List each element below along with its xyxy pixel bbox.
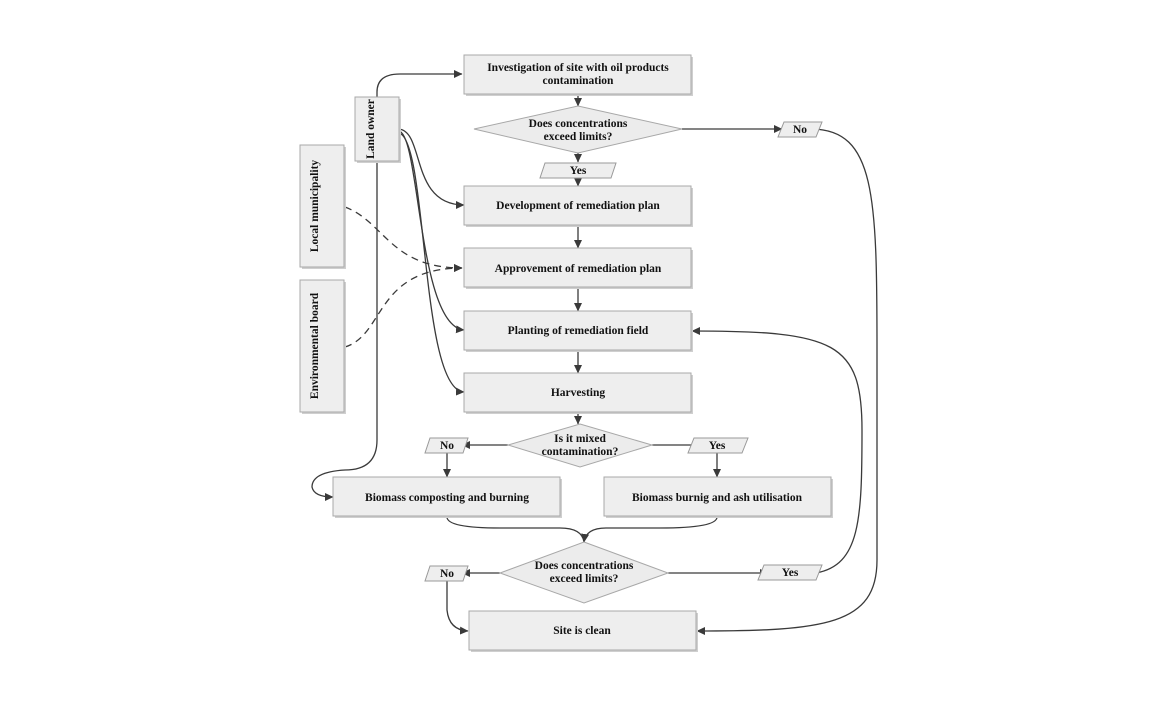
node-mixed-contamination: Is it mixed contamination? bbox=[506, 423, 654, 468]
investigation-line-2: contamination bbox=[543, 75, 615, 87]
actor-environmental-board: Environmental board bbox=[299, 279, 346, 414]
node-site-clean: Site is clean bbox=[468, 610, 698, 652]
node-planting: Planting of remediation field bbox=[463, 310, 693, 352]
edge-no1-to-clean bbox=[696, 128, 878, 635]
exceed1-line-1: Does concentrations bbox=[529, 118, 628, 130]
yes1-text: Yes bbox=[570, 165, 587, 177]
local-municipality-text: Local municipality bbox=[309, 160, 321, 253]
composting-text: Biomass composting and burning bbox=[365, 492, 529, 504]
node-composting: Biomass composting and burning bbox=[332, 476, 562, 518]
exceed2-line-1: Does concentrations bbox=[535, 560, 634, 572]
node-burning: Biomass burnig and ash utilisation bbox=[603, 476, 833, 518]
edge-environmental-to-approvement bbox=[344, 264, 463, 348]
node-development: Development of remediation plan bbox=[463, 185, 693, 227]
edge-municipality-to-approvement bbox=[344, 206, 463, 272]
environmental-board-text: Environmental board bbox=[309, 292, 321, 399]
edge-landowner-to-development bbox=[398, 128, 465, 209]
connectors bbox=[311, 70, 878, 635]
actor-local-municipality: Local municipality bbox=[299, 144, 346, 269]
edge-landowner-to-planting bbox=[398, 130, 465, 334]
exceed2-line-2: exceed limits? bbox=[550, 573, 619, 585]
node-exceed-limits-1: Does concentrations exceed limits? bbox=[473, 105, 683, 154]
edge-landowner-to-harvesting bbox=[398, 132, 465, 396]
harvesting-text: Harvesting bbox=[551, 387, 606, 399]
development-text: Development of remediation plan bbox=[496, 200, 660, 212]
mixed-line-2: contamination? bbox=[542, 446, 619, 458]
no3-text: No bbox=[440, 568, 454, 580]
node-exceed-limits-2: Does concentrations exceed limits? bbox=[498, 541, 670, 604]
node-harvesting: Harvesting bbox=[463, 372, 693, 414]
approvement-text: Approvement of remediation plan bbox=[495, 263, 662, 275]
yes2-text: Yes bbox=[709, 440, 726, 452]
node-investigation: Investigation of site with oil products … bbox=[463, 54, 693, 96]
actor-land-owner: Land owner bbox=[354, 96, 401, 163]
edge-no3-to-clean bbox=[446, 581, 469, 635]
planting-text: Planting of remediation field bbox=[508, 325, 649, 337]
edge-yes3-to-planting bbox=[691, 327, 863, 574]
investigation-line-1: Investigation of site with oil products bbox=[487, 62, 669, 74]
edge-burning-to-exceed2 bbox=[581, 516, 718, 543]
land-owner-text: Land owner bbox=[365, 99, 377, 159]
edge-composting-to-exceed2 bbox=[446, 516, 585, 543]
edge-landowner-to-investigation bbox=[376, 70, 463, 97]
clean-text: Site is clean bbox=[553, 625, 611, 637]
burning-text: Biomass burnig and ash utilisation bbox=[632, 492, 803, 504]
label-yes-3: Yes bbox=[757, 564, 823, 581]
label-no-1: No bbox=[777, 121, 823, 138]
mixed-line-1: Is it mixed bbox=[554, 433, 606, 445]
exceed1-line-2: exceed limits? bbox=[544, 131, 613, 143]
no1-text: No bbox=[793, 124, 807, 136]
no2-text: No bbox=[440, 440, 454, 452]
label-no-2: No bbox=[424, 437, 469, 454]
yes3-text: Yes bbox=[782, 567, 799, 579]
label-yes-2: Yes bbox=[687, 437, 749, 454]
label-no-3: No bbox=[424, 565, 469, 582]
node-approvement: Approvement of remediation plan bbox=[463, 247, 693, 289]
label-yes-1: Yes bbox=[539, 162, 617, 179]
edge-landowner-to-composting bbox=[311, 163, 378, 501]
